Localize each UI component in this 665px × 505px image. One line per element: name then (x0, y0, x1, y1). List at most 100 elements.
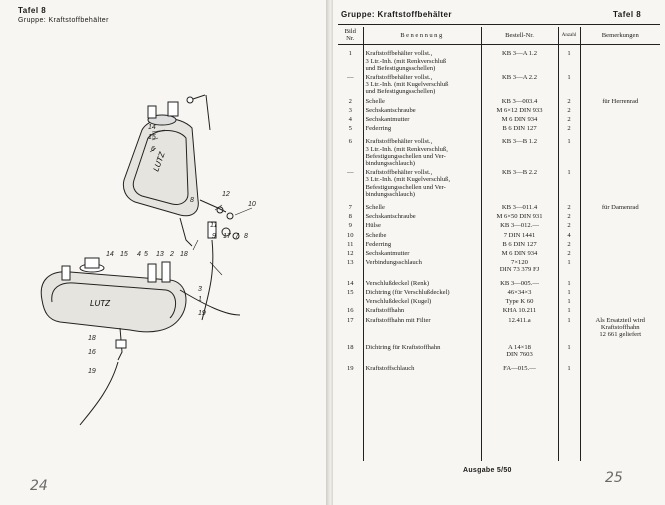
bild-nr-cell: 9 (338, 221, 364, 231)
benennung-cell: Dichtring (für Verschlußdeckel) (363, 287, 482, 298)
callout-b4: 4 (137, 251, 141, 258)
bestell-nr-cell: KB 3—005.— (481, 278, 559, 288)
book-gutter (326, 0, 333, 505)
parts-table-header: Bild Nr. Benennung Bestell-Nr. Anzahl Be… (338, 27, 660, 46)
bestell-nr-cell: 7×120 DIN 73 379 FJ (481, 258, 559, 275)
row-filler (338, 372, 660, 461)
callout-10: 10 (248, 201, 256, 208)
benennung-cell: Kraftstoffbehälter vollst., 3 Ltr.-Inh. … (363, 137, 482, 169)
benennung-cell: Verbindungsschlauch (363, 258, 482, 275)
callout-b19: 19 (198, 310, 206, 317)
bild-nr-cell: 16 (338, 306, 364, 316)
row-spacer (338, 274, 660, 279)
benennung-cell: Kraftstoffhahn mit Filter (363, 315, 482, 340)
callout-12: 12 (222, 191, 230, 198)
bemerkungen-cell (580, 106, 660, 115)
callout-l18: 18 (88, 335, 96, 342)
callout-l16: 16 (88, 349, 96, 356)
row-spacer (338, 339, 660, 344)
benennung-cell: Kraftstoffhahn (363, 306, 482, 316)
row-spacer (338, 359, 660, 364)
bestell-nr-cell: M 6×50 DIN 931 (481, 212, 559, 222)
bestell-nr-cell: KB 3—012.— (481, 221, 559, 231)
upper-tank-drawing (122, 94, 240, 321)
callout-l19: 19 (88, 368, 96, 375)
bestell-nr-cell: Type K 60 (481, 297, 559, 307)
callout-15: 15 (148, 134, 156, 141)
bemerkungen-cell (580, 49, 660, 73)
bestell-nr-cell: B 6 DIN 127 (481, 239, 559, 250)
header-rule (338, 24, 660, 25)
anzahl-cell: 1 (558, 137, 581, 169)
leader-lines (149, 129, 253, 276)
bild-nr-cell: 3 (338, 105, 364, 116)
callout-11: 11 (210, 222, 217, 229)
bestell-nr-cell: M 6 DIN 934 (481, 115, 559, 125)
bemerkungen-cell (580, 221, 660, 230)
callout-7: 7 (235, 233, 240, 240)
callout-b2: 2 (169, 251, 174, 258)
bestell-nr-cell: KB 3—B 1.2 (481, 137, 559, 169)
bestell-nr-cell: M 6×12 DIN 933 (481, 105, 559, 116)
bestell-nr-cell: B 6 DIN 127 (481, 124, 559, 134)
anzahl-cell: 1 (558, 258, 581, 275)
anzahl-cell: 2 (558, 239, 581, 250)
bemerkungen-cell (580, 258, 660, 274)
bestell-nr-cell: FA—015.— (481, 363, 559, 373)
benennung-cell: Kraftstoffbehälter vollst., 3 Ltr.-Inh. … (363, 49, 482, 74)
benennung-cell: Federring (363, 124, 482, 134)
benennung-cell: Federring (363, 239, 482, 250)
bemerkungen-cell: Als Ersatzteil wird Kraftstoffhahn 12 66… (595, 316, 645, 338)
benennung-cell: Kraftstoffbehälter vollst., 3 Ltr.-Inh. … (363, 73, 482, 97)
anzahl-cell: 4 (558, 230, 581, 240)
benennung-cell: Verschlußdeckel (Renk) (363, 278, 482, 288)
bemerkungen-cell (580, 73, 660, 97)
bild-nr-cell: 13 (338, 258, 364, 275)
bild-nr-cell: 1 (338, 49, 364, 74)
bemerkungen-cell (580, 212, 660, 221)
bild-nr-cell: 19 (338, 363, 364, 373)
exploded-parts-drawing: 14 15 6 12 10 8 11 9 17 7 8 14 15 4 5 13… (40, 94, 256, 426)
callout-8: 8 (190, 197, 194, 204)
bild-nr-cell: 18 (338, 343, 364, 360)
bemerkungen-cell (580, 343, 660, 359)
bild-nr-cell: 8 (338, 212, 364, 222)
bemerkungen-cell: für Herrenrad (602, 97, 639, 105)
anzahl-cell: 1 (558, 73, 581, 97)
anzahl-cell: 2 (558, 221, 581, 231)
bestell-nr-cell: KB 3—003.4 (481, 96, 559, 106)
callout-b15: 15 (120, 251, 128, 258)
anzahl-cell: 2 (558, 105, 581, 116)
bemerkungen-cell (580, 279, 660, 288)
bestell-nr-cell: KB 3—011.4 (481, 203, 559, 213)
anzahl-cell: 2 (558, 212, 581, 222)
parts-table: Bild Nr. Benennung Bestell-Nr. Anzahl Be… (338, 27, 660, 461)
anzahl-cell: 2 (558, 96, 581, 106)
bild-nr-cell: 12 (338, 249, 364, 259)
bild-nr-cell: 5 (338, 124, 364, 134)
bild-nr-cell (338, 297, 364, 307)
bild-nr-cell: — (338, 168, 364, 200)
left-page-number: 24 (30, 478, 48, 494)
ausgabe-edition: Ausgabe 5/50 (463, 467, 512, 474)
bestell-nr-cell: 12.411.a (481, 315, 559, 340)
anzahl-cell: 2 (558, 249, 581, 259)
anzahl-cell: 1 (558, 287, 581, 298)
left-tafel-heading: Tafel 8 (18, 6, 47, 15)
callout-17: 17 (223, 233, 232, 240)
bild-nr-cell: 6 (338, 137, 364, 169)
lower-tank-label: LUTZ (90, 299, 111, 308)
bestell-nr-cell: 46×34×3 (481, 287, 559, 298)
benennung-cell: Sechskantmutter (363, 115, 482, 125)
bemerkungen-cell (580, 124, 660, 133)
bemerkungen-cell (580, 297, 660, 306)
